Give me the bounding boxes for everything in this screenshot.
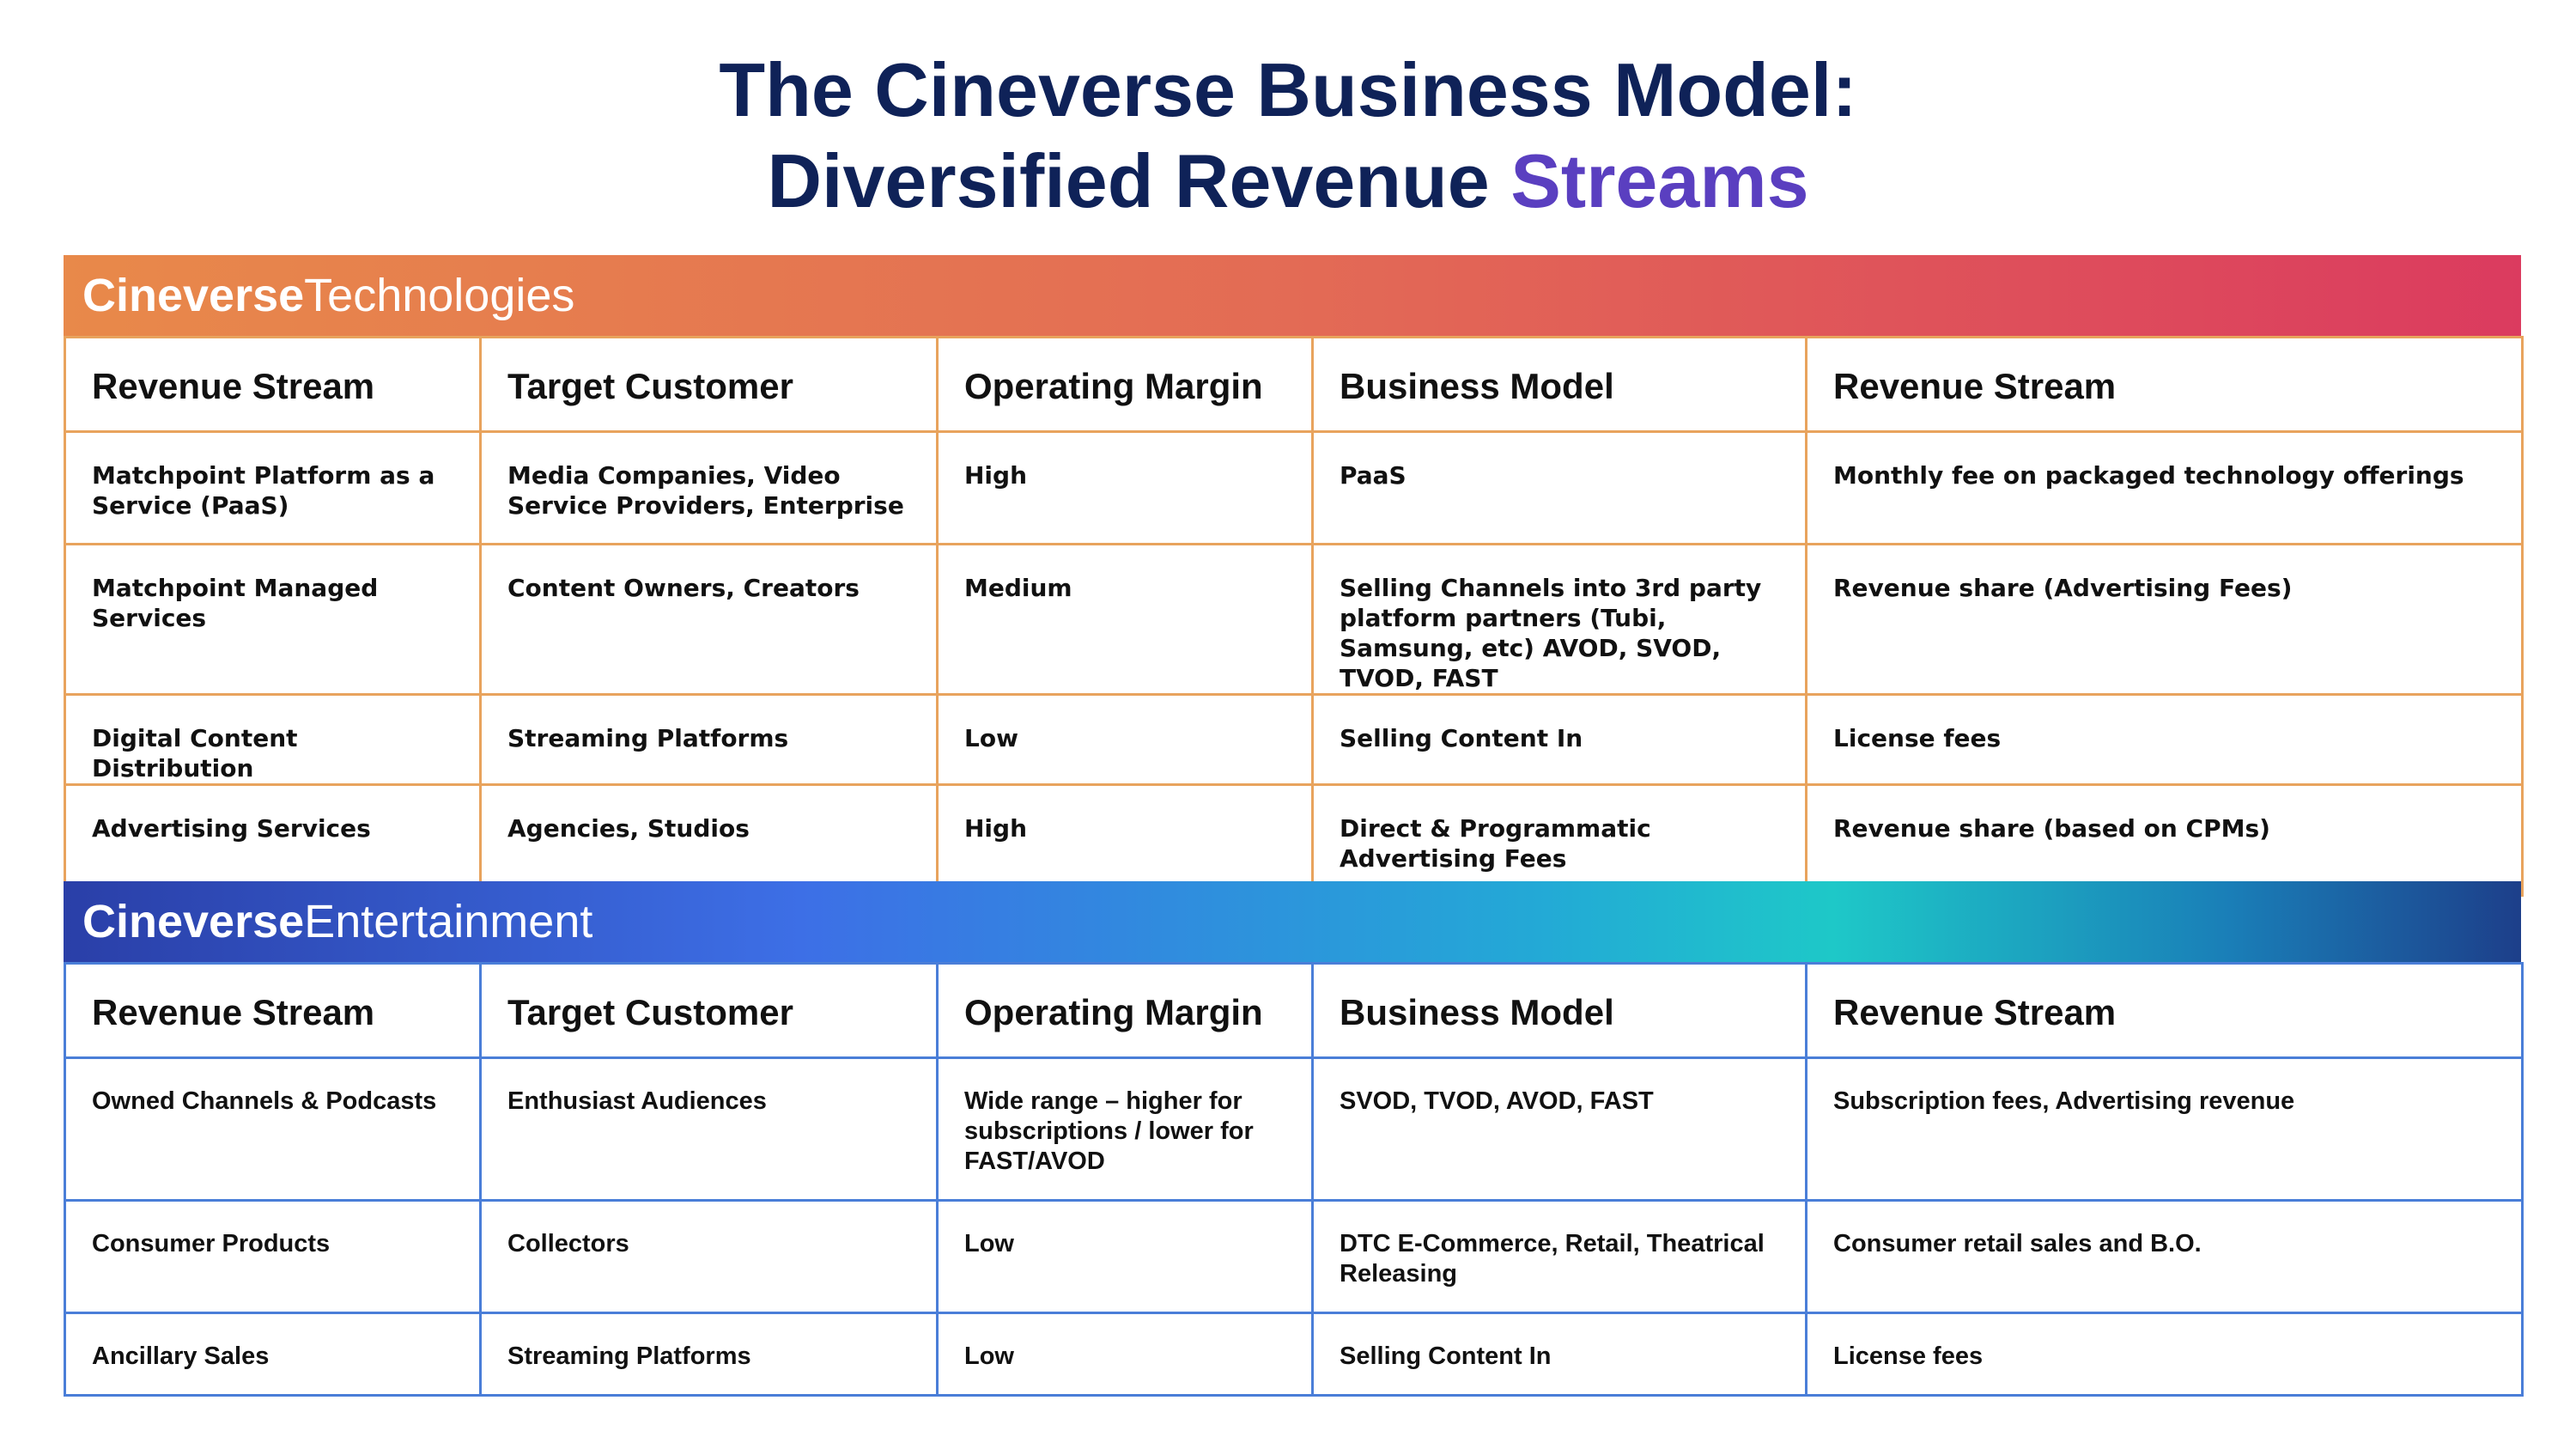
header-target-customer: Target Customer	[479, 336, 939, 433]
header-operating-margin: Operating Margin	[936, 962, 1314, 1059]
entertainment-table: Revenue Stream Target Customer Operating…	[64, 962, 2524, 1397]
table-row: Consumer Products Collectors Low DTC E-C…	[64, 1199, 2524, 1314]
title-line-2-accent: Streams	[1510, 138, 1809, 223]
table-cell: Digital Content Distribution	[64, 693, 482, 786]
table-cell: License fees	[1805, 693, 2524, 786]
table-cell: Streaming Platforms	[479, 1312, 939, 1397]
entertainment-unit-label: Entertainment	[304, 896, 593, 947]
table-cell: Selling Channels into 3rd party platform…	[1311, 543, 1807, 696]
table-cell: Collectors	[479, 1199, 939, 1314]
table-cell: Low	[936, 1199, 1314, 1314]
table-cell: Streaming Platforms	[479, 693, 939, 786]
table-cell: Consumer retail sales and B.O.	[1805, 1199, 2524, 1314]
table-row: Ancillary Sales Streaming Platforms Low …	[64, 1312, 2524, 1397]
table-cell: Enthusiast Audiences	[479, 1056, 939, 1202]
page-title: The Cineverse Business Model: Diversifie…	[0, 45, 2576, 227]
table-cell: Revenue share (Advertising Fees)	[1805, 543, 2524, 696]
table-cell: Ancillary Sales	[64, 1312, 482, 1397]
table-cell: Low	[936, 693, 1314, 786]
table-cell: DTC E-Commerce, Retail, Theatrical Relea…	[1311, 1199, 1807, 1314]
table-cell: Wide range – higher for subscriptions / …	[936, 1056, 1314, 1202]
header-operating-margin: Operating Margin	[936, 336, 1314, 433]
table-row: Matchpoint Platform as a Service (PaaS) …	[64, 430, 2524, 545]
table-cell: Revenue share (based on CPMs)	[1805, 783, 2524, 897]
header-business-model: Business Model	[1311, 962, 1807, 1059]
title-line-2-main: Diversified Revenue	[767, 138, 1511, 223]
table-cell: Owned Channels & Podcasts	[64, 1056, 482, 1202]
table-cell: High	[936, 783, 1314, 897]
table-cell: Subscription fees, Advertising revenue	[1805, 1056, 2524, 1202]
table-cell: Media Companies, Video Service Providers…	[479, 430, 939, 545]
table-cell: Agencies, Studios	[479, 783, 939, 897]
table-row: Matchpoint Managed Services Content Owne…	[64, 543, 2524, 696]
header-revenue-stream-2: Revenue Stream	[1805, 336, 2524, 433]
header-revenue-stream-2: Revenue Stream	[1805, 962, 2524, 1059]
table-cell: High	[936, 430, 1314, 545]
table-cell: Matchpoint Platform as a Service (PaaS)	[64, 430, 482, 545]
table-cell: Direct & Programmatic Advertising Fees	[1311, 783, 1807, 897]
header-revenue-stream: Revenue Stream	[64, 962, 482, 1059]
entertainment-header-row: Revenue Stream Target Customer Operating…	[64, 962, 2524, 1059]
table-cell: Consumer Products	[64, 1199, 482, 1314]
technologies-table: Revenue Stream Target Customer Operating…	[64, 336, 2524, 897]
technologies-header-row: Revenue Stream Target Customer Operating…	[64, 336, 2524, 433]
table-cell: Advertising Services	[64, 783, 482, 897]
table-row: Advertising Services Agencies, Studios H…	[64, 783, 2524, 897]
table-cell: Medium	[936, 543, 1314, 696]
table-cell: Low	[936, 1312, 1314, 1397]
table-cell: Matchpoint Managed Services	[64, 543, 482, 696]
table-cell: Selling Content In	[1311, 1312, 1807, 1397]
entertainment-brand-label: Cineverse	[82, 896, 305, 947]
table-row: Owned Channels & Podcasts Enthusiast Aud…	[64, 1056, 2524, 1202]
title-line-1: The Cineverse Business Model:	[719, 47, 1857, 132]
table-cell: Content Owners, Creators	[479, 543, 939, 696]
header-business-model: Business Model	[1311, 336, 1807, 433]
table-cell: PaaS	[1311, 430, 1807, 545]
technologies-brand-label: Cineverse	[82, 270, 305, 321]
table-cell: Monthly fee on packaged technology offer…	[1805, 430, 2524, 545]
header-revenue-stream: Revenue Stream	[64, 336, 482, 433]
technologies-unit-label: Technologies	[304, 270, 575, 321]
table-cell: SVOD, TVOD, AVOD, FAST	[1311, 1056, 1807, 1202]
header-target-customer: Target Customer	[479, 962, 939, 1059]
table-cell: License fees	[1805, 1312, 2524, 1397]
table-row: Digital Content Distribution Streaming P…	[64, 693, 2524, 786]
table-cell: Selling Content In	[1311, 693, 1807, 786]
